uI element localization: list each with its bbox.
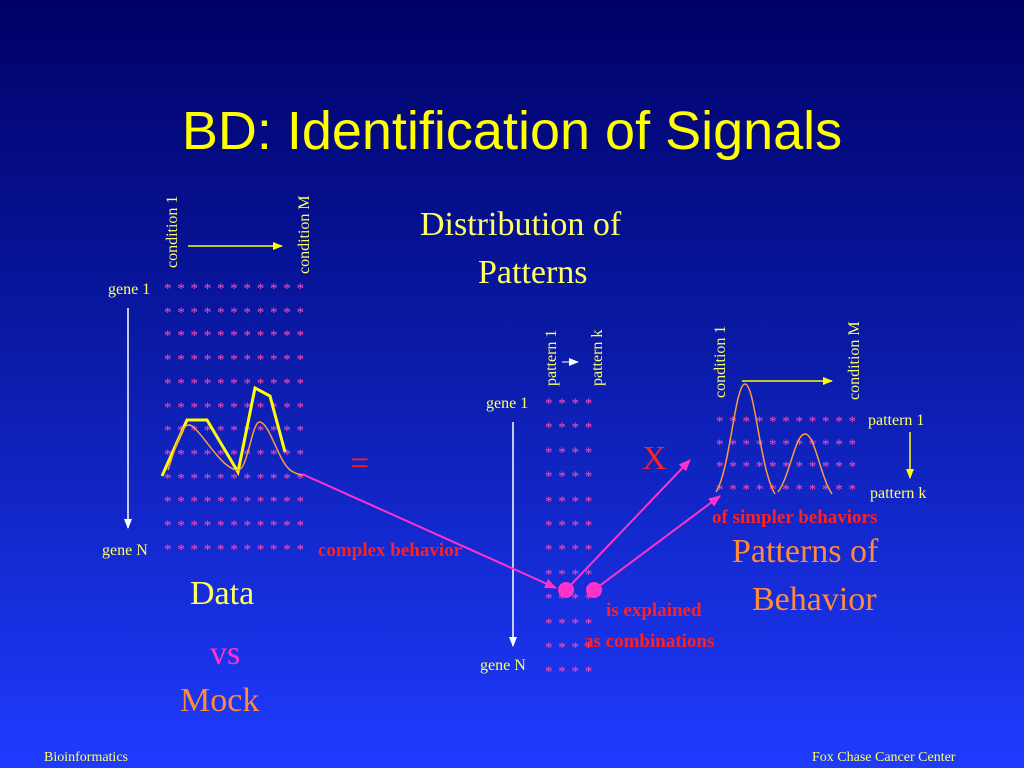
vs-label: vs — [210, 635, 241, 672]
footer-left: Bioinformatics — [44, 750, 128, 765]
matrix-row: * * * * * * * * * * * — [164, 446, 305, 463]
data-gene-n-label: gene N — [102, 542, 148, 559]
patterns-of-behavior-line2: Behavior — [752, 581, 877, 618]
pattern-1-curve — [715, 383, 776, 495]
matrix-row: * * * * — [545, 566, 594, 583]
matrix-row: * * * * — [545, 518, 594, 535]
pattern-k-label: pattern k — [870, 485, 927, 502]
matrix-row: * * * * — [545, 420, 594, 437]
equals-sign: = — [350, 445, 370, 482]
data-expression-line — [160, 385, 287, 477]
combination-arrow-2 — [593, 495, 721, 591]
matrix-row: * * * * * * * * * * * — [164, 541, 305, 558]
pattern-1-label: pattern 1 — [868, 412, 925, 429]
coefficient-dot — [558, 582, 574, 598]
matrix-row: * * * * * * * * * * * — [164, 281, 305, 297]
matrix-row: * * * * * * * * * * * — [716, 414, 857, 430]
pattern-k-curve — [777, 433, 833, 495]
matrix-row: * * * * * * * * * * * — [164, 470, 305, 487]
matrix-row: * * * * — [545, 542, 594, 559]
matrix-row: * * * * * * * * * * * — [716, 436, 857, 453]
matrix-row: * * * * — [545, 640, 594, 657]
matrix-row: * * * * * * * * * * * — [164, 399, 305, 416]
matrix-row: * * * * * * * * * * * — [164, 375, 305, 392]
matrix-row: * * * * — [545, 615, 594, 632]
matrix-row: * * * * * * * * * * * — [716, 481, 857, 498]
mock-label: Mock — [180, 682, 260, 719]
matrix-row: * * * * — [545, 469, 594, 486]
complex-behavior-label: complex behavior — [318, 540, 463, 561]
as-combinations-label: as combinations — [584, 631, 715, 652]
complex-behavior-arrow — [301, 473, 557, 589]
matrix-row: * * * * * * * * * * * — [164, 494, 305, 511]
dist-gene-1-label: gene 1 — [486, 395, 529, 412]
slide-title: BD: Identification of Signals — [181, 101, 843, 161]
matrix-row: * * * * — [545, 444, 594, 461]
distribution-title-line2: Patterns — [478, 254, 588, 291]
matrix-row: * * * * * * * * * * * — [716, 459, 857, 475]
fit-curve — [167, 421, 306, 476]
dist-gene-n-label: gene N — [480, 657, 526, 674]
distribution-matrix: * * * * * * * * * * * * * * * * * * * * … — [545, 392, 593, 685]
data-matrix: * * * * * * * * * * * * * * * * * * * * … — [164, 278, 305, 562]
matrix-row: * * * * * * * * * * * — [164, 518, 305, 535]
matrix-row: * * * * — [545, 493, 594, 510]
patterns-of-behavior-line1: Patterns of — [732, 533, 879, 570]
matrix-row: * * * * * * * * * * * — [164, 328, 305, 345]
data-label: Data — [190, 575, 255, 612]
data-gene-1-label: gene 1 — [108, 281, 151, 298]
matrix-row: * * * * — [545, 396, 594, 412]
matrix-row: * * * * — [545, 591, 594, 608]
times-sign: X — [642, 440, 667, 477]
matrix-row: * * * * — [545, 664, 594, 681]
pattern-matrix: * * * * * * * * * * * * * * * * * * * * … — [716, 411, 857, 501]
coefficient-dot — [586, 582, 602, 598]
of-simpler-behaviors-label: of simpler behaviors — [712, 507, 878, 528]
matrix-row: * * * * * * * * * * * — [164, 423, 305, 440]
footer-right: Fox Chase Cancer Center — [812, 750, 956, 765]
matrix-row: * * * * * * * * * * * — [164, 352, 305, 369]
combination-arrow-1 — [565, 459, 691, 591]
is-explained-label: is explained — [606, 600, 702, 621]
distribution-title-line1: Distribution of — [420, 206, 622, 243]
matrix-row: * * * * * * * * * * * — [164, 304, 305, 321]
